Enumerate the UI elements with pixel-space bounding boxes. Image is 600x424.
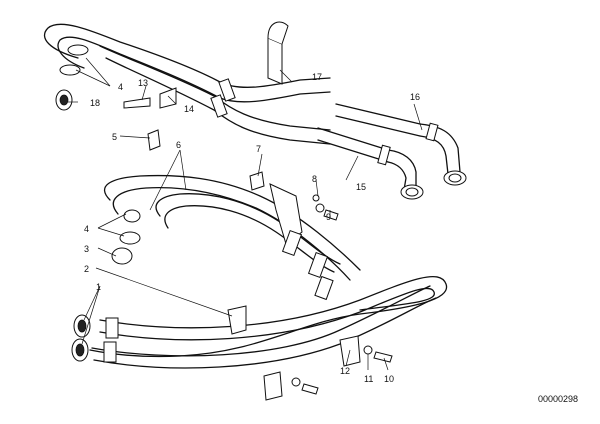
callout-9: 9 (326, 212, 331, 222)
callout-8: 8 (312, 174, 317, 184)
callout-18: 18 (90, 98, 100, 108)
callout-17: 17 (312, 72, 322, 82)
callout-16: 16 (410, 92, 420, 102)
callout-10: 10 (384, 374, 394, 384)
callout-13: 13 (138, 78, 148, 88)
callout-1: 1 (96, 282, 101, 292)
callout-4-lower: 4 (84, 224, 89, 234)
callout-14: 14 (184, 104, 194, 114)
document-number: 00000298 (538, 394, 578, 404)
callout-4-upper: 4 (118, 82, 123, 92)
upper-hose-assembly (43, 21, 467, 200)
callout-11: 11 (364, 374, 373, 384)
leader-lines (68, 57, 423, 371)
callout-labels: 4 18 13 14 5 6 7 8 9 17 16 15 4 3 2 1 12… (84, 72, 578, 404)
callout-12: 12 (340, 366, 350, 376)
callout-15: 15 (356, 182, 366, 192)
lower-hose-assembly (71, 129, 448, 401)
callout-2: 2 (84, 264, 89, 274)
callout-7: 7 (256, 144, 261, 154)
callout-6: 6 (176, 140, 181, 150)
callout-5: 5 (112, 132, 117, 142)
upper-hose-outer (43, 23, 331, 88)
callout-3: 3 (84, 244, 89, 254)
upper-hose-inner (57, 36, 331, 103)
